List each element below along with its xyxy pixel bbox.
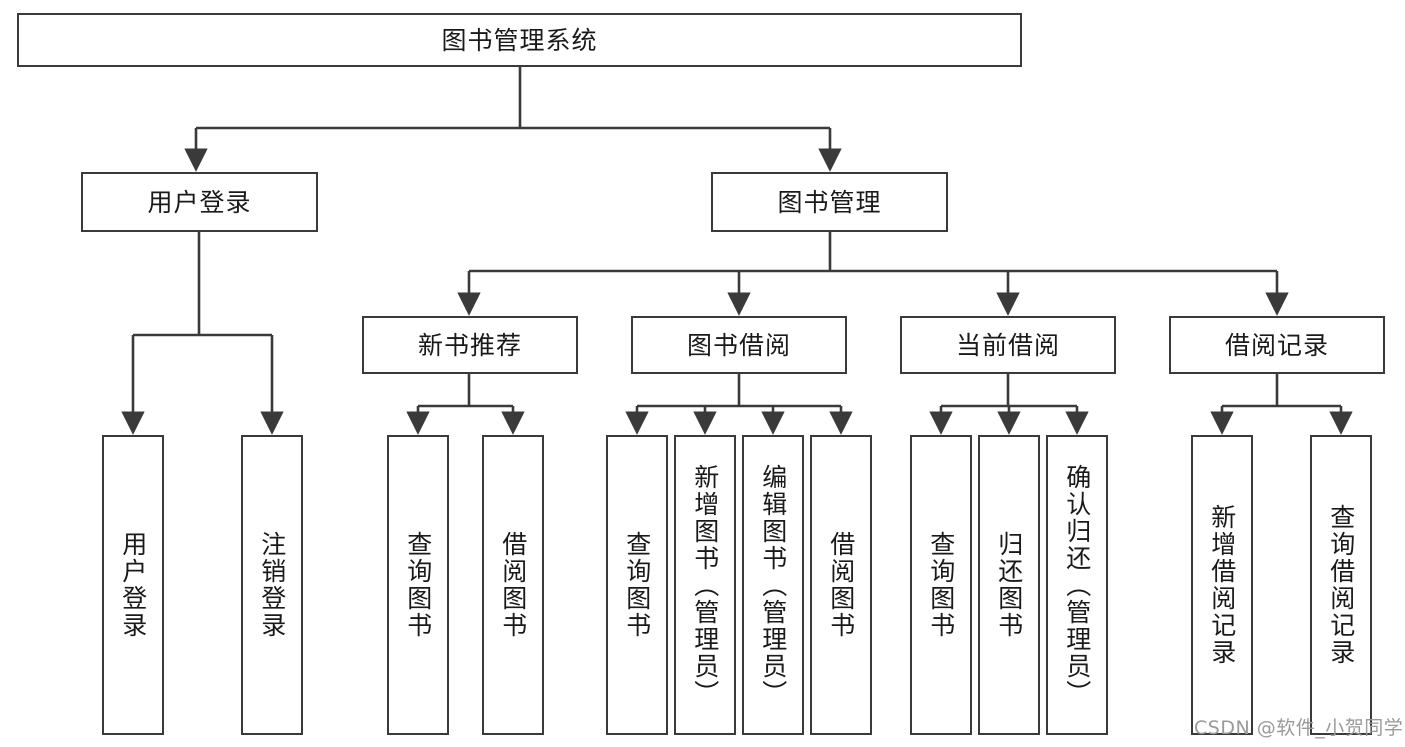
node-leaf-return-book[interactable]: 归还图书 bbox=[978, 435, 1040, 735]
node-leaf-borrow-book[interactable]: 借阅图书 bbox=[810, 435, 872, 735]
node-leaf-add-borrow-record-label: 新增借阅记录 bbox=[1207, 504, 1237, 666]
node-leaf-user-login-label: 用户登录 bbox=[118, 531, 148, 639]
node-leaf-edit-book-admin[interactable]: 编辑图书（管理员） bbox=[742, 435, 804, 735]
node-leaf-return-book-label: 归还图书 bbox=[994, 531, 1024, 639]
node-root[interactable]: 图书管理系统 bbox=[17, 13, 1022, 67]
node-leaf-query-book-current-label: 查询图书 bbox=[926, 531, 956, 639]
node-root-label: 图书管理系统 bbox=[441, 25, 598, 55]
node-book-borrow-label: 图书借阅 bbox=[686, 330, 791, 360]
node-user-login[interactable]: 用户登录 bbox=[81, 172, 318, 232]
node-leaf-borrow-book-rec-label: 借阅图书 bbox=[498, 531, 528, 639]
node-current-borrow[interactable]: 当前借阅 bbox=[900, 316, 1116, 374]
node-leaf-add-book-admin[interactable]: 新增图书（管理员） bbox=[674, 435, 736, 735]
node-leaf-add-borrow-record[interactable]: 新增借阅记录 bbox=[1191, 435, 1253, 735]
csdn-watermark: CSDN @软件_小贺同学 bbox=[1194, 717, 1404, 739]
node-leaf-confirm-return-admin[interactable]: 确认归还（管理员） bbox=[1046, 435, 1108, 735]
node-user-login-label: 用户登录 bbox=[147, 187, 252, 217]
node-current-borrow-label: 当前借阅 bbox=[955, 330, 1060, 360]
node-borrow-record-label: 借阅记录 bbox=[1224, 330, 1329, 360]
node-leaf-query-book-borrow[interactable]: 查询图书 bbox=[606, 435, 668, 735]
node-book-manage-label: 图书管理 bbox=[777, 187, 882, 217]
node-new-book-rec-label: 新书推荐 bbox=[417, 330, 522, 360]
node-leaf-add-book-admin-label: 新增图书（管理员） bbox=[690, 463, 720, 707]
node-book-borrow[interactable]: 图书借阅 bbox=[631, 316, 847, 374]
node-leaf-query-book-borrow-label: 查询图书 bbox=[622, 531, 652, 639]
node-new-book-rec[interactable]: 新书推荐 bbox=[362, 316, 578, 374]
node-leaf-query-book-current[interactable]: 查询图书 bbox=[910, 435, 972, 735]
node-leaf-query-book-rec-label: 查询图书 bbox=[403, 531, 433, 639]
node-book-manage[interactable]: 图书管理 bbox=[711, 172, 948, 232]
node-leaf-logout[interactable]: 注销登录 bbox=[241, 435, 303, 735]
node-leaf-confirm-return-admin-label: 确认归还（管理员） bbox=[1062, 463, 1092, 707]
node-leaf-edit-book-admin-label: 编辑图书（管理员） bbox=[758, 463, 788, 707]
node-leaf-borrow-book-label: 借阅图书 bbox=[826, 531, 856, 639]
node-borrow-record[interactable]: 借阅记录 bbox=[1169, 316, 1385, 374]
node-leaf-query-book-rec[interactable]: 查询图书 bbox=[387, 435, 449, 735]
node-leaf-logout-label: 注销登录 bbox=[257, 531, 287, 639]
node-leaf-borrow-book-rec[interactable]: 借阅图书 bbox=[482, 435, 544, 735]
node-leaf-query-borrow-record-label: 查询借阅记录 bbox=[1326, 504, 1356, 666]
node-leaf-query-borrow-record[interactable]: 查询借阅记录 bbox=[1310, 435, 1372, 735]
node-leaf-user-login[interactable]: 用户登录 bbox=[102, 435, 164, 735]
